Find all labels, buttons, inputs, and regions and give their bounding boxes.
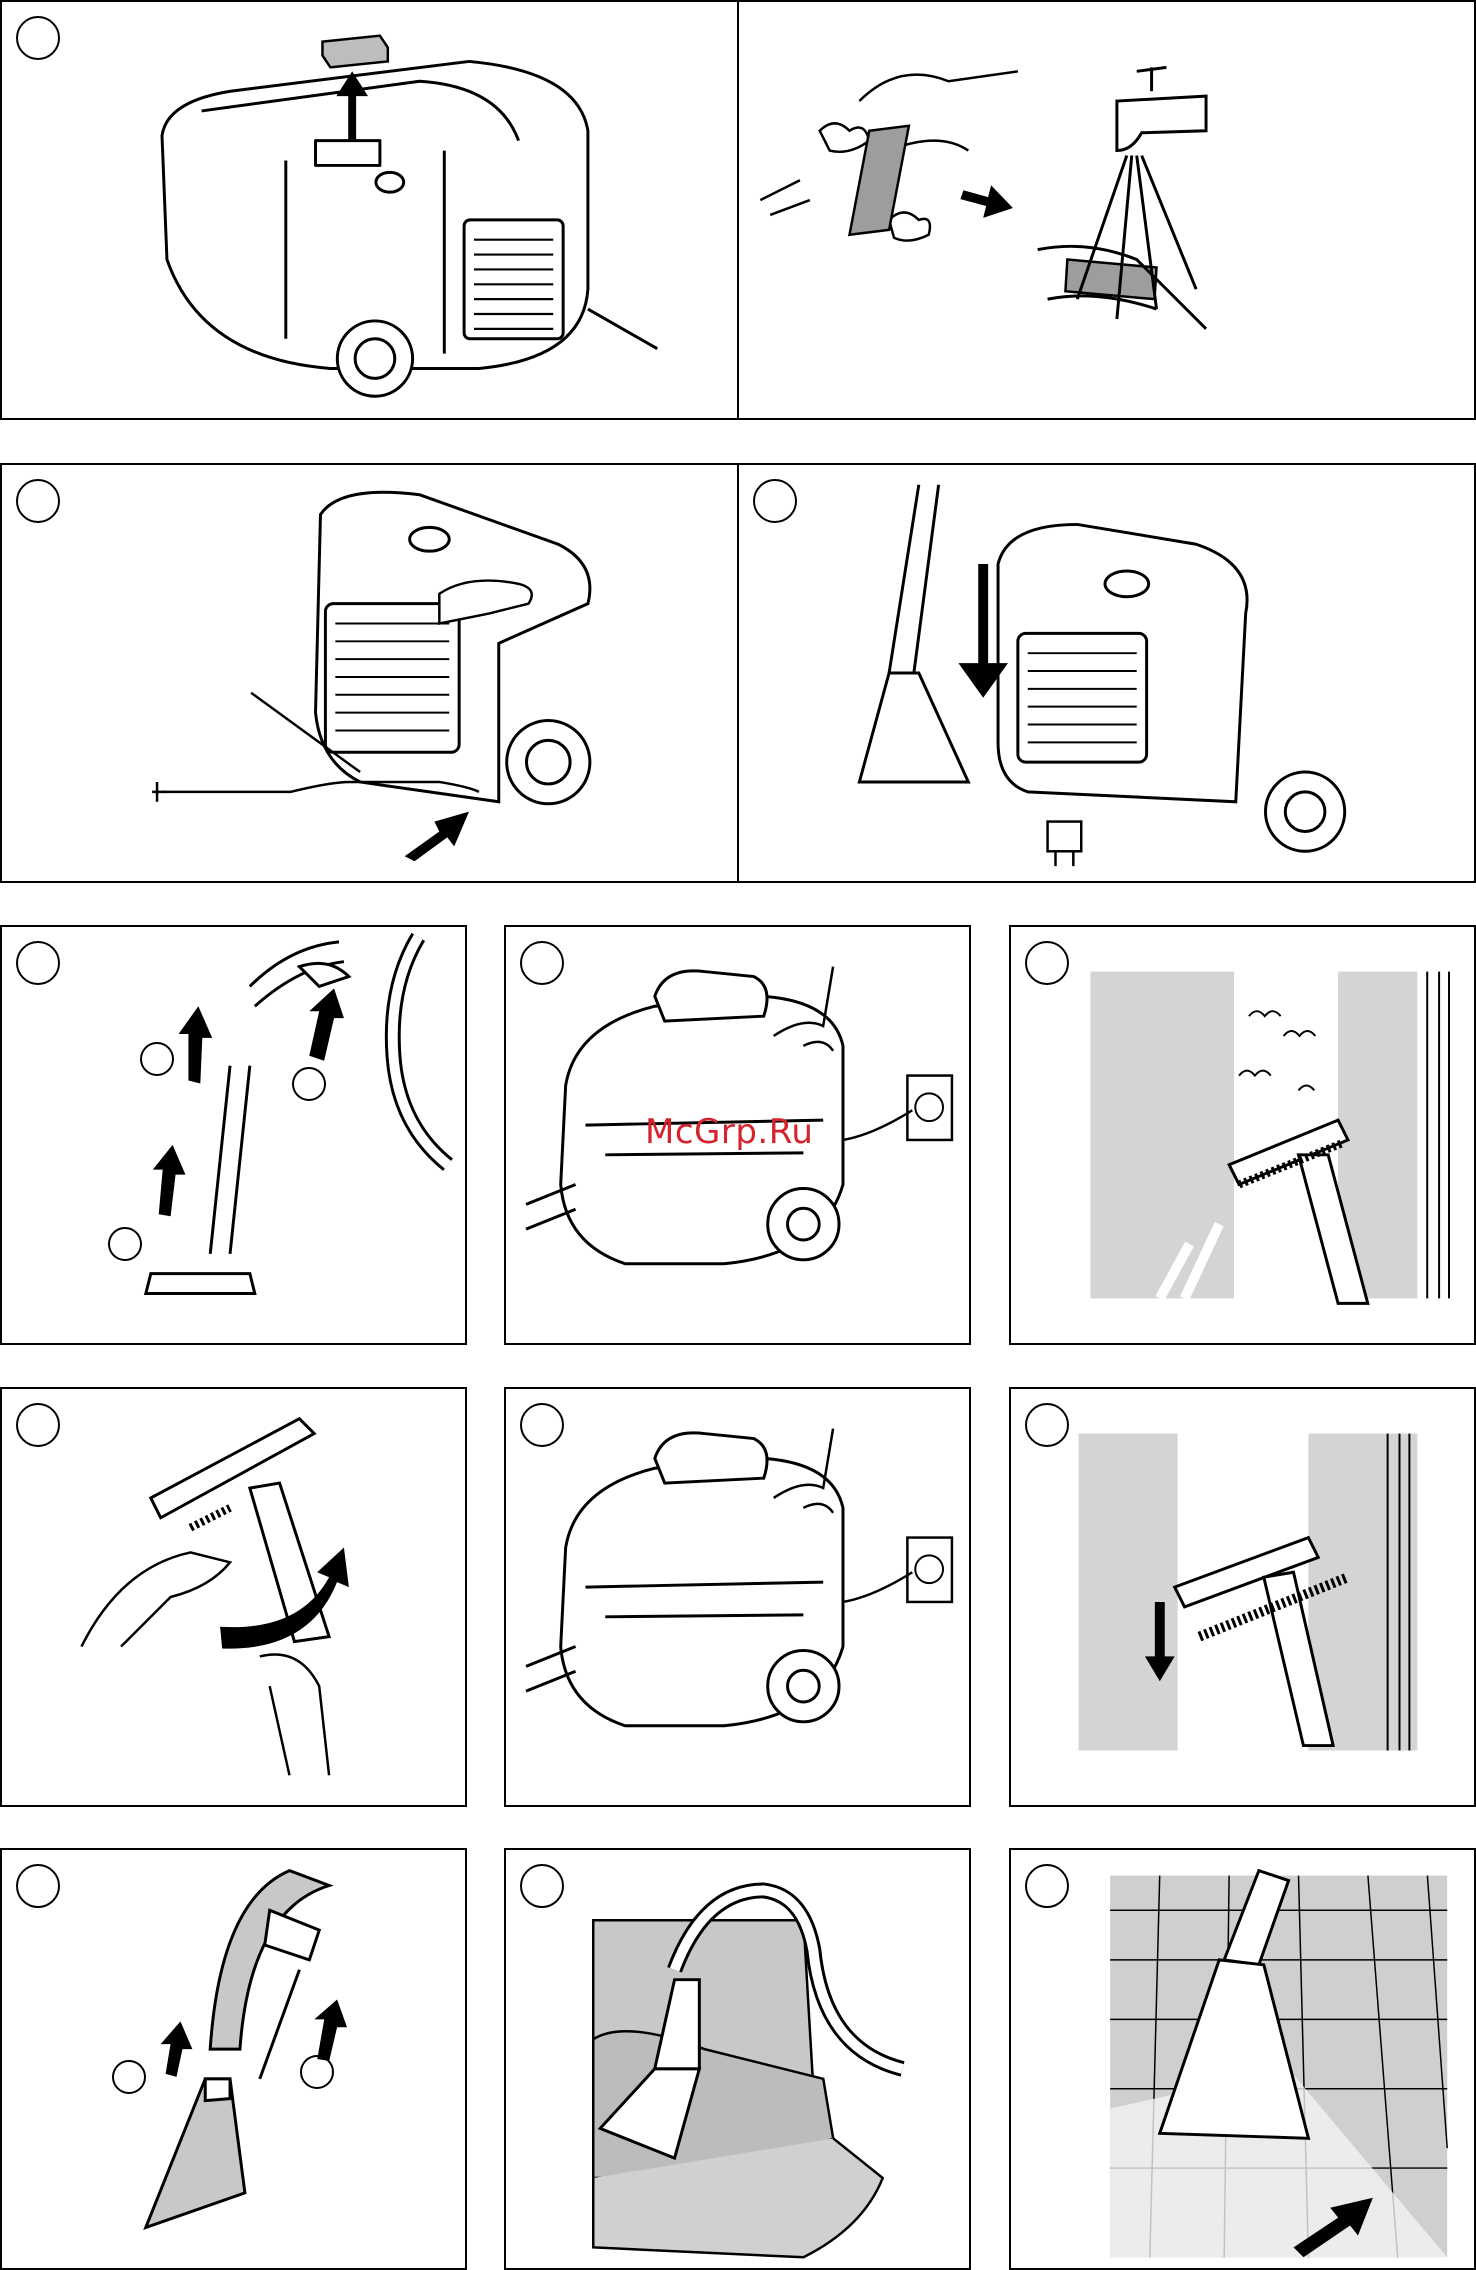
rotate-arrow-icon (2, 1389, 465, 1805)
water-tap-icon (739, 2, 1474, 418)
illustration-panel-1 (0, 0, 740, 420)
illustration-panel-10 (1009, 1387, 1476, 1807)
illustration-panel-3 (0, 463, 740, 883)
right-arrow-icon (1011, 1850, 1474, 2268)
illustration-panel-11 (0, 1848, 467, 2270)
illustration-panel-9 (504, 1387, 971, 1807)
up-arrow-icon (2, 1850, 465, 2268)
upholstery-nozzle-icon (506, 1850, 969, 2268)
illustration-panel-7 (1009, 925, 1476, 1345)
illustration-panel-12 (504, 1848, 971, 2270)
right-arrow-icon (2, 465, 738, 881)
illustration-panel-2 (737, 0, 1476, 420)
hose-icon (2, 927, 465, 1343)
watermark-text: McGrp.Ru (645, 1112, 813, 1152)
up-arrow-icon (2, 2, 738, 418)
window-nozzle-icon (1011, 927, 1474, 1343)
down-arrow-icon (1011, 1389, 1474, 1805)
wall-socket-icon (506, 1389, 969, 1805)
illustration-panel-13 (1009, 1848, 1476, 2270)
illustration-panel-4 (737, 463, 1476, 883)
illustration-panel-5 (0, 925, 467, 1345)
power-plug-icon (739, 465, 1474, 881)
illustration-panel-8 (0, 1387, 467, 1807)
